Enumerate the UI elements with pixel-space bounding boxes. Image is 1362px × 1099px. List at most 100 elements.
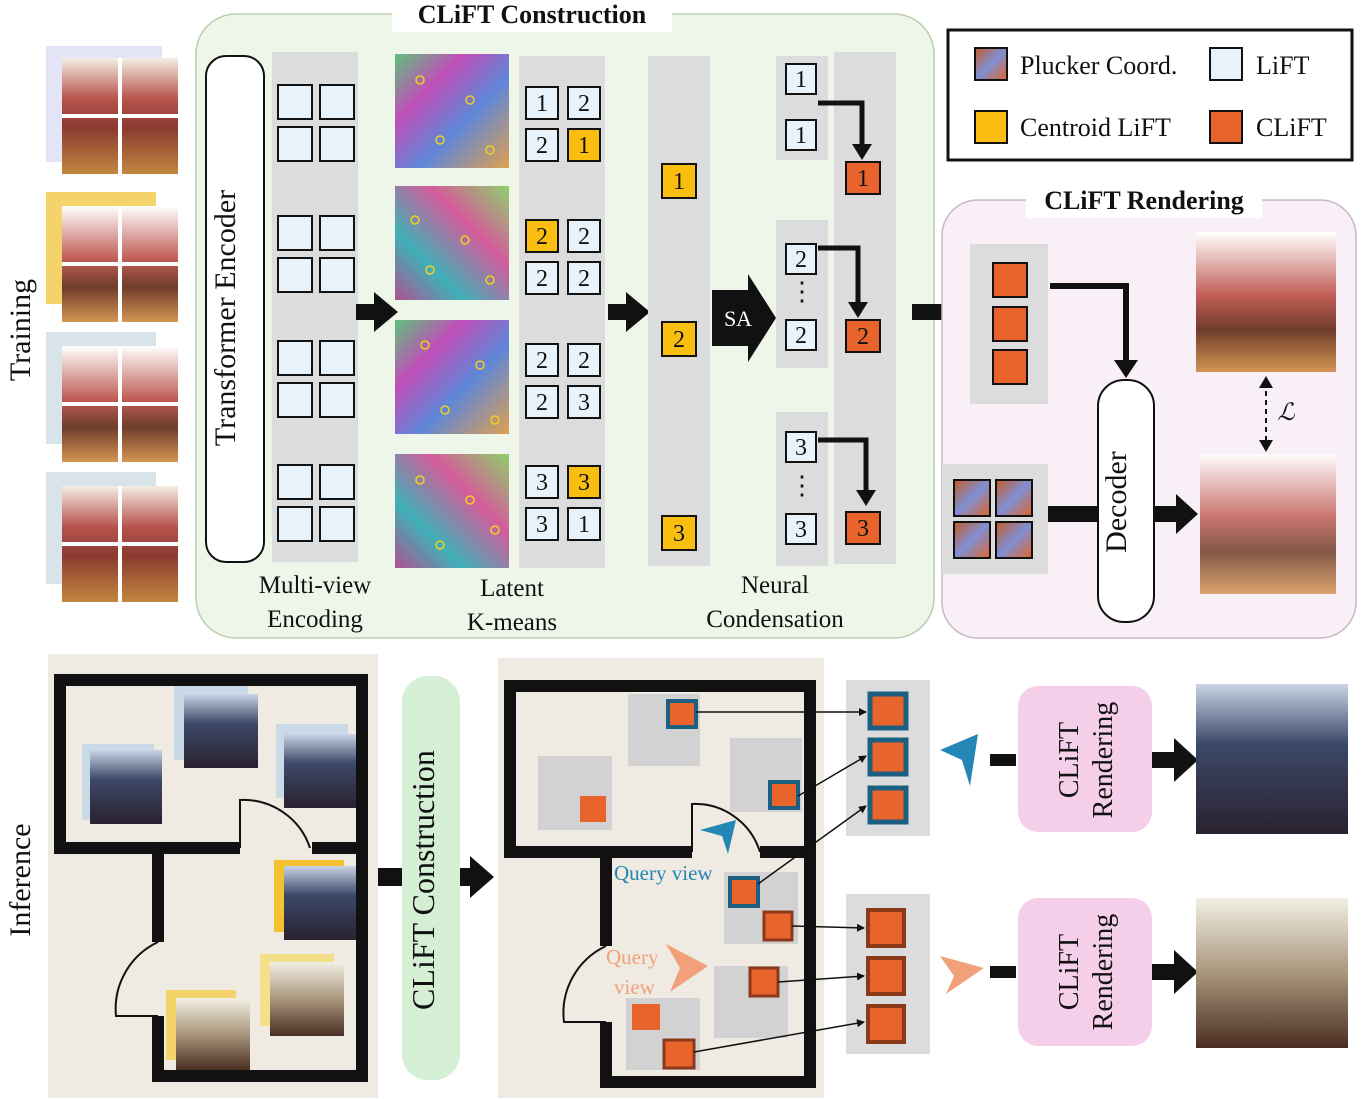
arrow-to-centroids [608,292,650,332]
sa-label: SA [724,306,752,331]
kmeans-token-box [567,343,601,377]
inference-input-views [82,686,356,1070]
kmeans-token-box [567,128,601,162]
transformer-encoder-block [205,55,265,563]
target-view-image [1196,232,1336,372]
selected-tokens-bottom [866,908,906,1044]
condensation-input-label: 3 [795,435,807,461]
kmeans-label-1: Latent [480,575,544,602]
condensation-arrows [818,100,869,492]
kmeans-token-box [567,465,601,499]
condensation-input-box [785,63,817,95]
query-view-orange-icon [666,944,708,992]
rendering-title: CLiFT Rendering [1044,186,1244,215]
kmeans-token-label: 3 [578,470,590,496]
condensation-label-2: Condensation [706,606,844,633]
condensation-input-box [785,319,817,351]
kmeans-token-label: 2 [536,224,548,250]
construction-title: CLiFT Construction [418,0,647,29]
kmeans-token-box [567,219,601,253]
kmeans-token-box [525,507,559,541]
training-label: Training [4,279,37,381]
clift-construction-vertical-label: CLiFT Construction [405,750,441,1010]
condensation-input-label: 2 [795,247,807,273]
centroid-token-label: 3 [673,521,685,547]
condensation-input-box [785,243,817,275]
kmeans-token-label: 2 [578,266,590,292]
multiview-label-2: Encoding [267,606,363,633]
kmeans-token-box [525,261,559,295]
condensation-input-label: 3 [795,517,807,543]
legend-box [946,28,1354,162]
condensation-output-label: 3 [857,516,869,542]
condensation-input-label: 1 [795,67,807,93]
legend-plucker-swatch [974,47,1008,81]
rendered-query-view-bottom [1196,898,1348,1048]
kmeans-token-label: 2 [578,91,590,117]
clift-rendering-block-bottom [1018,898,1152,1046]
condensation-output-label: 2 [857,324,869,350]
query-view-blue-label: Query view [614,861,713,885]
clift-construction-block [402,676,460,1080]
condensation-input-box [785,119,817,151]
centroid-token-label: 2 [673,327,685,353]
svg-text:⋮: ⋮ [789,471,815,500]
kmeans-token-label: 1 [536,91,548,117]
query-view-orange-label-2: view [614,975,656,999]
centroid-token-box [661,515,697,551]
condensation-output-label: 1 [857,166,869,192]
arrow-to-kmeans [356,292,398,332]
kmeans-token-label: 2 [578,224,590,250]
kmeans-token-label: 3 [536,512,548,538]
kmeans-token-label: 1 [578,512,590,538]
self-attention-arrow [712,274,776,362]
kmeans-token-box [567,507,601,541]
floorplan-walls [54,674,368,1082]
plucker-tokens [953,479,1033,559]
centroid-token-box [661,321,697,357]
condensation-output-box [845,319,881,353]
selected-tokens-top [867,691,909,825]
condensation-output-box [845,161,881,195]
kmeans-token-box [567,385,601,419]
kmeans-token-label: 2 [536,133,548,159]
condensation-input-box [785,431,817,463]
kmeans-token-label: 2 [536,390,548,416]
kmeans-token-label: 2 [536,266,548,292]
transformer-encoder-label: Transformer Encoder [209,190,242,446]
condensation-input-label: 1 [795,123,807,149]
inference-label: Inference [4,823,37,936]
kmeans-token-label: 3 [536,470,548,496]
kmeans-token-box [525,343,559,377]
rendering-block-bottom-label-1: CLiFT [1054,934,1085,1010]
kmeans-token-box [525,385,559,419]
condensation-vdots: ⋮ ⋮ [789,277,815,500]
centroid-tokens: 1 2 3 [661,163,697,551]
centroid-token-box [661,163,697,199]
query-glyph-orange [940,956,984,994]
rendered-query-view-top [1196,684,1348,834]
kmeans-token-label: 2 [536,348,548,374]
condensation-output-box [845,511,881,545]
multiview-tokens [277,84,355,542]
legend-lift-swatch [1209,47,1243,81]
decoder-block [1097,379,1155,623]
rendering-block-top-label-2: Rendering [1088,702,1119,819]
kmeans-token-box [525,86,559,120]
rendering-block-top-label-1: CLiFT [1054,722,1085,798]
loss-label: ℒ [1277,400,1295,426]
rendering-block-bottom-label-2: Rendering [1088,914,1119,1031]
kmeans-token-label: 2 [578,348,590,374]
kmeans-token-box [525,128,559,162]
rendered-view-image [1200,454,1336,594]
condensation-input-label: 2 [795,323,807,349]
condensation-label-1: Neural [741,572,809,599]
centroid-token-label: 1 [673,169,685,195]
query-view-blue-icon [700,820,736,854]
legend-clift-swatch [1209,110,1243,144]
condensation-input-box [785,513,817,545]
rendering-clift-tokens [992,262,1028,385]
training-input-views [46,46,178,602]
